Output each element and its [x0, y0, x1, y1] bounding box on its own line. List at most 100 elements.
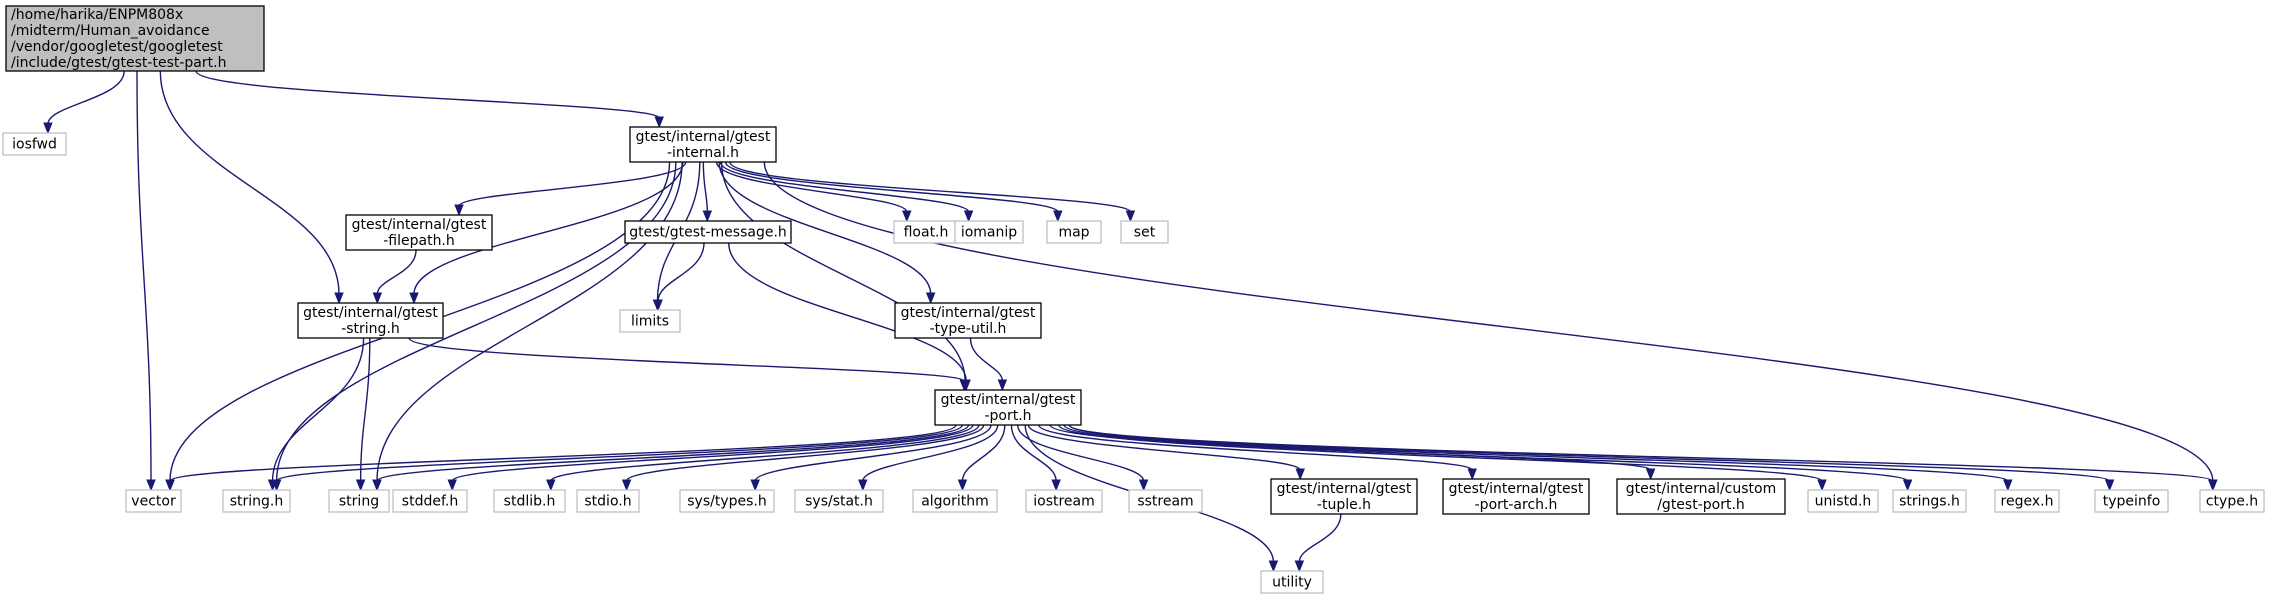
edge-line [720, 161, 966, 382]
edge-tuple-to-utility [1294, 513, 1342, 573]
edge-line [47, 70, 125, 125]
edge-root-to-gstring [159, 70, 344, 305]
node-message[interactable]: gtest/gtest-message.h [624, 220, 792, 244]
edge-arrowhead [1295, 468, 1305, 481]
edge-line [1010, 424, 1057, 482]
edge-filepath-to-gstring [372, 249, 417, 305]
node-box [1025, 489, 1103, 513]
node-label: -string.h [341, 321, 400, 337]
node-label: /vendor/googletest/googletest [11, 39, 223, 55]
edge-root-to-iosfwd [43, 70, 125, 135]
edge-arrowhead [1051, 479, 1061, 492]
edge-line [413, 161, 684, 295]
edge-line [625, 424, 985, 482]
edge-line [728, 242, 967, 382]
node-label: -filepath.h [383, 233, 455, 249]
edge-line [1068, 424, 2214, 482]
edge-internal-to-typeutil [718, 161, 936, 305]
edge-arrowhead [43, 122, 53, 135]
node-label: gtest/internal/gtest [352, 217, 487, 233]
node-internal[interactable]: gtest/internal/gtest-internal.h [629, 126, 777, 163]
node-label: sstream [1137, 494, 1193, 510]
node-tuple[interactable]: gtest/internal/gtest-tuple.h [1270, 478, 1418, 515]
node-stdio: stdio.h [576, 489, 640, 513]
node-label: gtest/internal/gtest [1277, 481, 1412, 497]
node-iosfwd: iosfwd [2, 132, 67, 156]
edge-arrowhead [997, 379, 1008, 392]
edge-port-to-strings [1063, 424, 1913, 492]
node-systypes: sys/types.h [679, 489, 775, 513]
edge-line [1016, 424, 1145, 482]
edge-line [961, 424, 1006, 482]
node-customport[interactable]: gtest/internal/custom/gtest-port.h [1616, 478, 1786, 515]
node-box [1442, 478, 1590, 515]
edge-port-to-ctype [1068, 424, 2218, 492]
node-label: gtest/internal/gtest [1449, 481, 1584, 497]
edge-arrowhead [146, 479, 156, 492]
node-label: vector [131, 494, 176, 510]
node-typeinfo: typeinfo [2094, 489, 2169, 513]
node-stringh: string.h [222, 489, 291, 513]
edge-line [376, 249, 417, 295]
node-box [1994, 489, 2060, 513]
edge-port-to-string [372, 424, 970, 492]
node-root[interactable]: /home/harika/ENPM808x/midterm/Human_avoi… [5, 5, 265, 72]
edge-arrowhead [1645, 468, 1656, 481]
edge-port-to-portarch [1038, 424, 1477, 481]
node-label: -internal.h [667, 145, 739, 161]
node-label: regex.h [2001, 494, 2054, 510]
edge-arrowhead [653, 299, 663, 312]
node-label: stdio.h [584, 494, 631, 510]
node-regex: regex.h [1994, 489, 2060, 513]
node-box [2199, 489, 2265, 513]
node-label: string.h [230, 494, 284, 510]
node-label: ctype.h [2206, 494, 2258, 510]
node-label: -port-arch.h [1475, 497, 1558, 513]
edge-root-to-internal [195, 70, 664, 129]
node-label: limits [631, 314, 669, 330]
node-label: iomanip [961, 225, 1017, 241]
node-gstring[interactable]: gtest/internal/gtest-string.h [297, 302, 444, 339]
node-box [576, 489, 640, 513]
edge-arrowhead [372, 479, 382, 492]
node-label: gtest/internal/gtest [303, 305, 438, 321]
node-label: -port.h [984, 408, 1031, 424]
edge-arrowhead [355, 479, 366, 492]
edge-line [195, 70, 660, 119]
edge-arrowhead [902, 210, 912, 223]
node-label: strings.h [1899, 494, 1960, 510]
node-label: /midterm/Human_avoidance [11, 23, 210, 39]
edge-arrowhead [165, 479, 175, 492]
node-port[interactable]: gtest/internal/gtest-port.h [934, 389, 1082, 426]
node-label: gtest/gtest-message.h [629, 225, 787, 241]
edge-message-to-limits [653, 242, 705, 312]
edge-arrowhead [925, 292, 936, 305]
edge-arrowhead [334, 292, 344, 305]
edge-internal-to-iomanip [719, 161, 974, 223]
edge-line [1298, 513, 1342, 563]
node-filepath[interactable]: gtest/internal/gtest-filepath.h [345, 214, 493, 251]
node-label: gtest/internal/custom [1626, 481, 1776, 497]
node-box [493, 489, 566, 513]
edge-line [275, 161, 677, 482]
edge-line [1063, 424, 1909, 482]
node-label: utility [1272, 575, 1312, 591]
edge-port-to-stddef [447, 424, 974, 492]
node-box [125, 489, 182, 513]
edge-message-to-port [728, 242, 971, 392]
node-portarch[interactable]: gtest/internal/gtest-port-arch.h [1442, 478, 1590, 515]
edge-arrowhead [1053, 210, 1063, 223]
edge-line [657, 242, 705, 302]
node-box [345, 214, 493, 251]
edge-line [451, 424, 974, 482]
edge-port-to-vector [165, 424, 957, 492]
node-label: /include/gtest/gtest-test-part.h [11, 55, 226, 71]
node-label: sys/stat.h [805, 494, 873, 510]
node-typeutil[interactable]: gtest/internal/gtest-type-util.h [894, 302, 1042, 339]
node-label: sys/types.h [687, 494, 766, 510]
edge-port-to-systypes [750, 424, 992, 492]
edge-arrowhead [2003, 479, 2013, 492]
node-label: map [1058, 225, 1089, 241]
edge-line [169, 424, 957, 482]
edge-arrowhead [858, 479, 868, 492]
